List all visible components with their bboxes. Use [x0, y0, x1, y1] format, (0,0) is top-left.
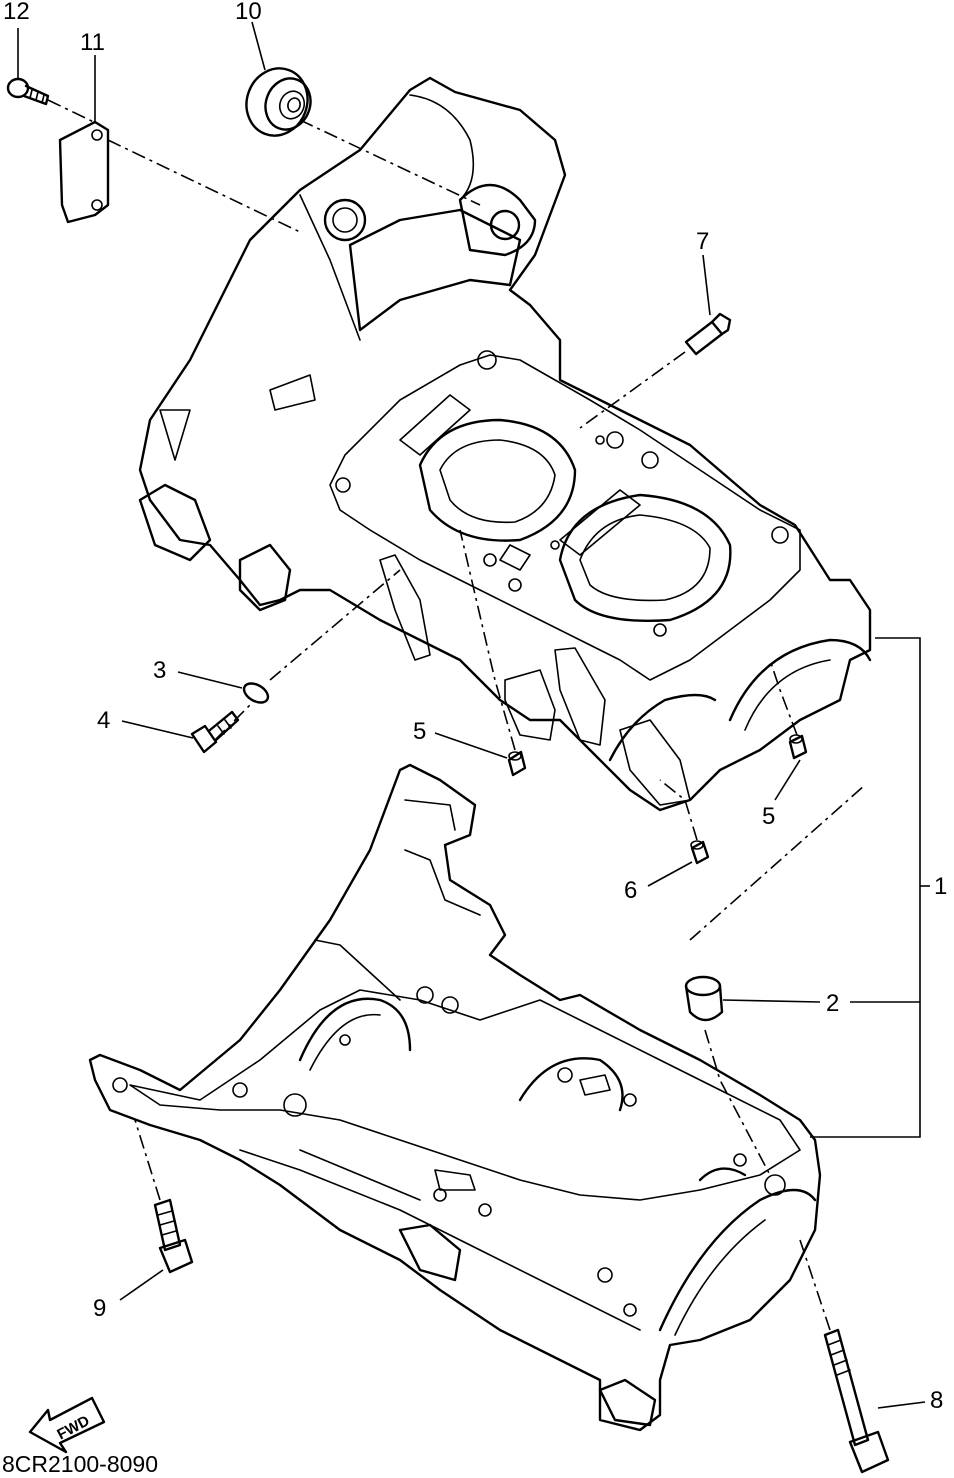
callout-3: 3 [153, 657, 166, 684]
assembly-lines [47, 99, 866, 1331]
dowel-pin-5a [507, 750, 527, 777]
bracket-plate-11 [58, 120, 110, 224]
oil-seal-10 [245, 67, 312, 137]
bolt-8 [823, 1328, 890, 1474]
diagram-code: 8CR2100-8090 [2, 1451, 158, 1477]
fitting-7 [684, 312, 732, 356]
lower-crankcase [88, 763, 822, 1432]
bolt-4 [190, 710, 240, 754]
bolt-9 [153, 1198, 194, 1274]
upper-crankcase [138, 76, 872, 812]
callout-6: 6 [624, 877, 637, 904]
dowel-pin-6 [690, 840, 710, 865]
callout-8: 8 [930, 1387, 943, 1414]
callout-4: 4 [97, 707, 110, 734]
callout-5a: 5 [413, 718, 426, 745]
washer-3 [242, 682, 270, 704]
callout-1: 1 [934, 873, 947, 900]
callout-11: 11 [80, 29, 105, 56]
callout-10: 10 [235, 0, 262, 25]
callout-5b: 5 [762, 803, 775, 830]
dowel-pin-5b [788, 734, 808, 760]
callout-9: 9 [93, 1295, 106, 1322]
fwd-arrow-icon: FWD [28, 1396, 106, 1454]
callout-12: 12 [3, 0, 30, 25]
fwd-label: FWD [54, 1412, 92, 1443]
callout-7: 7 [696, 228, 709, 255]
callout-2: 2 [826, 990, 839, 1017]
screw-12 [6, 77, 50, 106]
leader-lines [17, 21, 930, 1409]
plug-2 [684, 975, 724, 1022]
